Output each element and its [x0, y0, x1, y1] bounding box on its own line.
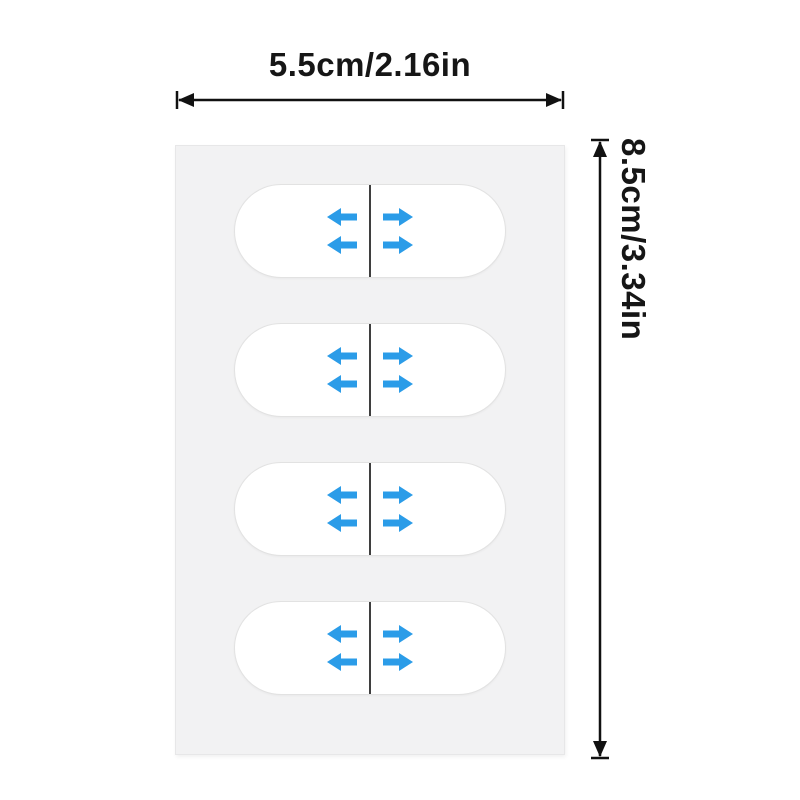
center-divider-line [369, 185, 371, 277]
left-arrow-icon [327, 208, 357, 226]
center-divider-line [369, 602, 371, 694]
right-arrow-icon [383, 208, 413, 226]
left-arrow-icon [327, 375, 357, 393]
right-arrow-group [383, 208, 413, 255]
width-dimension-label: 5.5cm/2.16in [268, 46, 472, 83]
left-arrow-group [327, 347, 357, 394]
adhesive-sheet [175, 145, 565, 755]
vertical-dimension-line [590, 138, 610, 760]
left-arrow-group [327, 486, 357, 533]
center-divider-line [369, 463, 371, 555]
adhesive-strip [234, 184, 506, 278]
left-arrow-icon [327, 347, 357, 365]
vertical-dimension-arrows-icon [591, 138, 609, 760]
right-arrow-group [383, 347, 413, 394]
horizontal-dimension-arrows-icon [175, 91, 565, 109]
left-arrow-group [327, 208, 357, 255]
right-arrow-group [383, 486, 413, 533]
left-arrow-icon [327, 236, 357, 254]
left-arrow-icon [327, 625, 357, 643]
adhesive-strip [234, 462, 506, 556]
horizontal-dimension-line [175, 90, 565, 110]
left-arrow-group [327, 625, 357, 672]
strip-stack [176, 146, 564, 754]
left-arrow-icon [327, 514, 357, 532]
right-arrow-icon [383, 653, 413, 671]
right-arrow-icon [383, 486, 413, 504]
right-arrow-icon [383, 514, 413, 532]
left-arrow-icon [327, 486, 357, 504]
adhesive-strip [234, 601, 506, 695]
right-arrow-icon [383, 625, 413, 643]
left-arrow-icon [327, 653, 357, 671]
center-divider-line [369, 324, 371, 416]
height-dimension-label: 8.5cm/3.34in [615, 138, 652, 341]
right-arrow-icon [383, 375, 413, 393]
right-arrow-icon [383, 347, 413, 365]
right-arrow-group [383, 625, 413, 672]
adhesive-strip [234, 323, 506, 417]
right-arrow-icon [383, 236, 413, 254]
